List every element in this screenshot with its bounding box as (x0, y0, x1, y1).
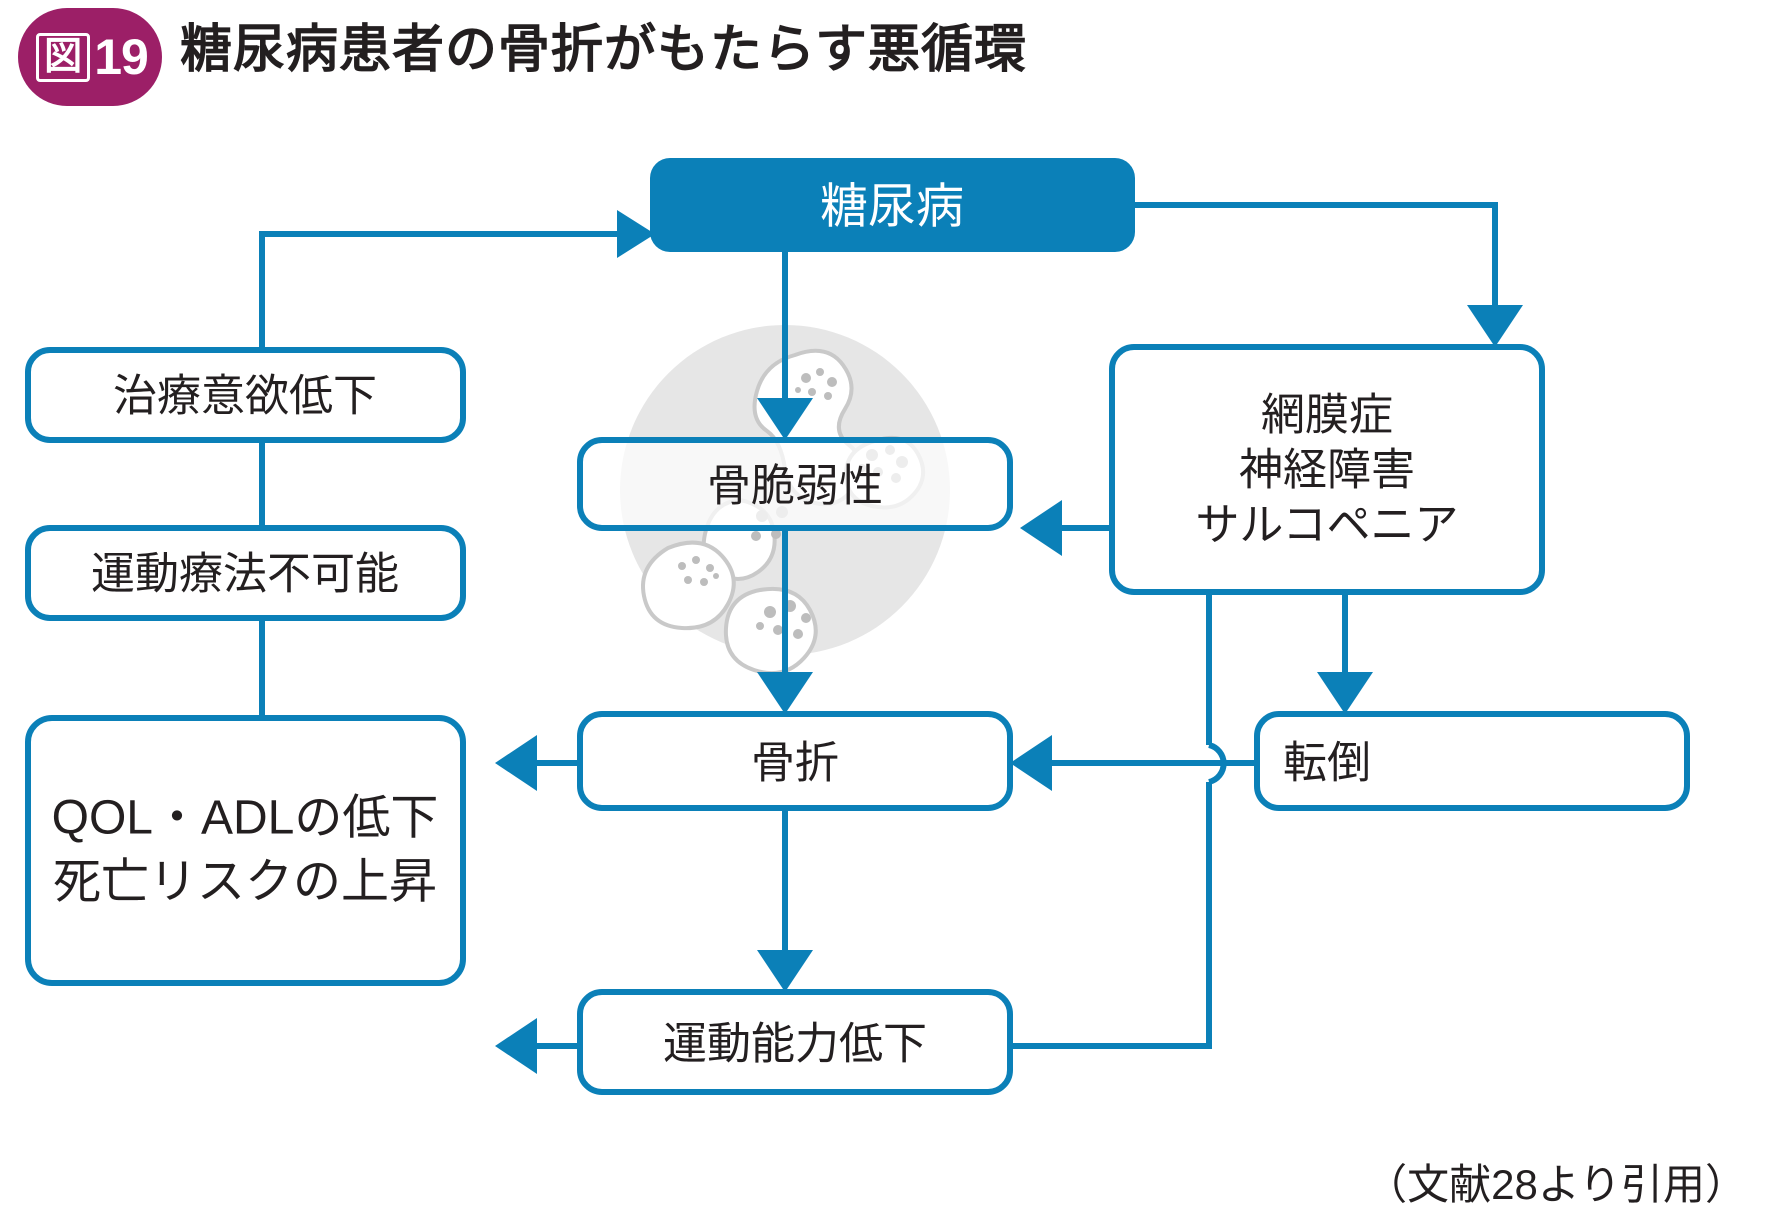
node-complications-label-line2: 神経障害 (1239, 446, 1415, 495)
arrowhead-to-falls (1317, 672, 1373, 714)
arrowhead-to-qol-from-motor-decline (495, 1018, 537, 1074)
arrowhead-to-complications (1467, 305, 1523, 347)
node-falls-label: 転倒 (1283, 739, 1371, 788)
node-bone-fragility[interactable]: 骨脆弱性 (577, 437, 1013, 531)
arrowhead-to-bone-fragility (757, 398, 813, 440)
node-diabetes[interactable]: 糖尿病 (650, 158, 1135, 252)
edge-complications-to-falls (1317, 592, 1373, 714)
arrowhead-to-diabetes (617, 210, 655, 258)
figure-header: 図 19 糖尿病患者の骨折がもたらす悪循環 (0, 0, 1767, 120)
arrowhead-to-motor-decline (757, 950, 813, 992)
node-qol-adl-label-line1: QOL・ADLの低下 (52, 792, 439, 845)
edge-falls-to-fracture (1010, 735, 1257, 791)
figure-number-badge: 図 19 (18, 8, 162, 106)
node-fracture[interactable]: 骨折 (577, 711, 1013, 811)
page-title: 糖尿病患者の骨折がもたらす悪循環 (180, 21, 1027, 79)
node-fracture-label: 骨折 (751, 739, 839, 788)
node-complications[interactable]: 網膜症 神経障害 サルコペニア (1109, 344, 1545, 595)
source-citation: （文献28より引用） (1365, 1161, 1747, 1208)
node-treatment-motivation[interactable]: 治療意欲低下 (25, 347, 466, 443)
node-qol-adl[interactable]: QOL・ADLの低下 死亡リスクの上昇 (25, 715, 466, 986)
node-complications-label-line3: サルコペニア (1195, 501, 1458, 550)
node-exercise-impossible-label: 運動療法不可能 (91, 550, 399, 599)
node-motor-decline-label: 運動能力低下 (663, 1020, 927, 1069)
figure-badge-mark: 図 (36, 32, 91, 82)
edge-diabetes-to-complications (1135, 202, 1523, 347)
edge-bone-fragility-to-fracture (757, 528, 813, 714)
node-motor-decline[interactable]: 運動能力低下 (577, 989, 1013, 1095)
edge-diabetes-to-bone-fragility (757, 252, 813, 440)
arrowhead-to-bone-fragility-from-motor-decline (1020, 500, 1062, 556)
node-treatment-motivation-label: 治療意欲低下 (113, 372, 377, 421)
arrowhead-to-fracture-from-falls (1010, 735, 1052, 791)
node-diabetes-label: 糖尿病 (820, 181, 964, 234)
node-falls[interactable]: 転倒 (1254, 711, 1690, 811)
node-bone-fragility-label: 骨脆弱性 (707, 462, 883, 511)
node-qol-adl-label-line2: 死亡リスクの上昇 (53, 856, 437, 909)
figure-badge-number: 19 (94, 29, 149, 85)
node-complications-label-line1: 網膜症 (1261, 391, 1393, 440)
node-exercise-impossible[interactable]: 運動療法不可能 (25, 525, 466, 621)
arrowhead-to-qol-from-fracture (495, 735, 537, 791)
edge-fracture-to-motor-decline (757, 808, 813, 992)
arrowhead-to-fracture (757, 672, 813, 714)
